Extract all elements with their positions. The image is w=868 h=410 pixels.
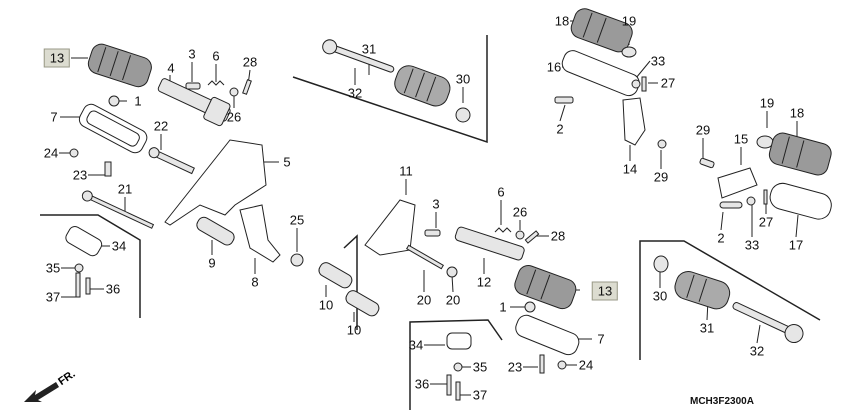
callout-26-mid: 26 bbox=[512, 204, 528, 220]
diagram-code: MCH3F2300A bbox=[690, 396, 754, 407]
callout-28: 28 bbox=[242, 54, 258, 70]
callout-19-right: 19 bbox=[759, 95, 775, 111]
callout-20: 20 bbox=[416, 292, 432, 308]
callout-3-mid: 3 bbox=[432, 196, 440, 212]
callout-2: 2 bbox=[556, 121, 564, 137]
parts bbox=[65, 8, 832, 401]
callout-34: 34 bbox=[111, 238, 127, 254]
callout-8: 8 bbox=[251, 274, 259, 290]
callout-14: 14 bbox=[622, 161, 638, 177]
callout-16: 16 bbox=[546, 59, 562, 75]
callout-18: 18 bbox=[554, 13, 570, 29]
callout-30-right: 30 bbox=[652, 288, 668, 304]
callout-7-mid: 7 bbox=[597, 331, 605, 347]
callout-19: 19 bbox=[621, 13, 637, 29]
callout-7: 7 bbox=[50, 109, 58, 125]
callout-13: 13 bbox=[43, 48, 71, 68]
callout-18-right: 18 bbox=[789, 105, 805, 121]
callout-3: 3 bbox=[188, 46, 196, 62]
callout-23-mid: 23 bbox=[507, 359, 523, 375]
callout-20-second: 20 bbox=[445, 292, 461, 308]
callout-10-second: 10 bbox=[346, 322, 362, 338]
callout-10: 10 bbox=[318, 297, 334, 313]
callout-25: 25 bbox=[289, 212, 305, 228]
callout-29: 29 bbox=[653, 169, 669, 185]
callout-1-mid: 1 bbox=[499, 299, 507, 315]
callout-34-mid: 34 bbox=[408, 337, 424, 353]
callout-12: 12 bbox=[476, 274, 492, 290]
callout-17: 17 bbox=[788, 237, 804, 253]
callout-9: 9 bbox=[208, 255, 216, 271]
callout-23: 23 bbox=[72, 167, 88, 183]
front-direction-indicator: FR. bbox=[22, 368, 78, 410]
callout-36: 36 bbox=[105, 281, 121, 297]
callout-37: 37 bbox=[45, 289, 61, 305]
callout-26: 26 bbox=[226, 109, 242, 125]
callout-33: 33 bbox=[650, 53, 666, 69]
callout-15: 15 bbox=[733, 131, 749, 147]
callout-36-mid: 36 bbox=[414, 376, 430, 392]
callout-11: 11 bbox=[399, 163, 413, 179]
callout-28-mid: 28 bbox=[550, 228, 566, 244]
callout-27: 27 bbox=[660, 75, 676, 91]
callout-6-mid: 6 bbox=[497, 184, 505, 200]
callout-30: 30 bbox=[455, 71, 471, 87]
callout-31-right: 31 bbox=[699, 320, 715, 336]
callout-24-mid: 24 bbox=[578, 357, 594, 373]
callout-6: 6 bbox=[212, 48, 220, 64]
callout-1: 1 bbox=[134, 93, 142, 109]
callout-32-right: 32 bbox=[749, 343, 765, 359]
arrow-icon bbox=[24, 382, 59, 402]
callout-29-right: 29 bbox=[695, 122, 711, 138]
callout-35: 35 bbox=[45, 260, 61, 276]
callout-21: 21 bbox=[117, 181, 133, 197]
callout-24: 24 bbox=[43, 145, 59, 161]
callout-13-mid: 13 bbox=[591, 281, 619, 301]
callout-31: 31 bbox=[361, 41, 377, 57]
callout-22: 22 bbox=[153, 118, 169, 134]
callout-32: 32 bbox=[347, 85, 363, 101]
callout-37-mid: 37 bbox=[472, 387, 488, 403]
callout-27-right: 27 bbox=[758, 214, 774, 230]
callout-4: 4 bbox=[167, 60, 175, 76]
callout-35-mid: 35 bbox=[472, 359, 488, 375]
callout-33-right: 33 bbox=[744, 237, 760, 253]
section-boundaries bbox=[40, 35, 821, 410]
callout-2-right: 2 bbox=[717, 230, 725, 246]
callout-5: 5 bbox=[283, 154, 291, 170]
